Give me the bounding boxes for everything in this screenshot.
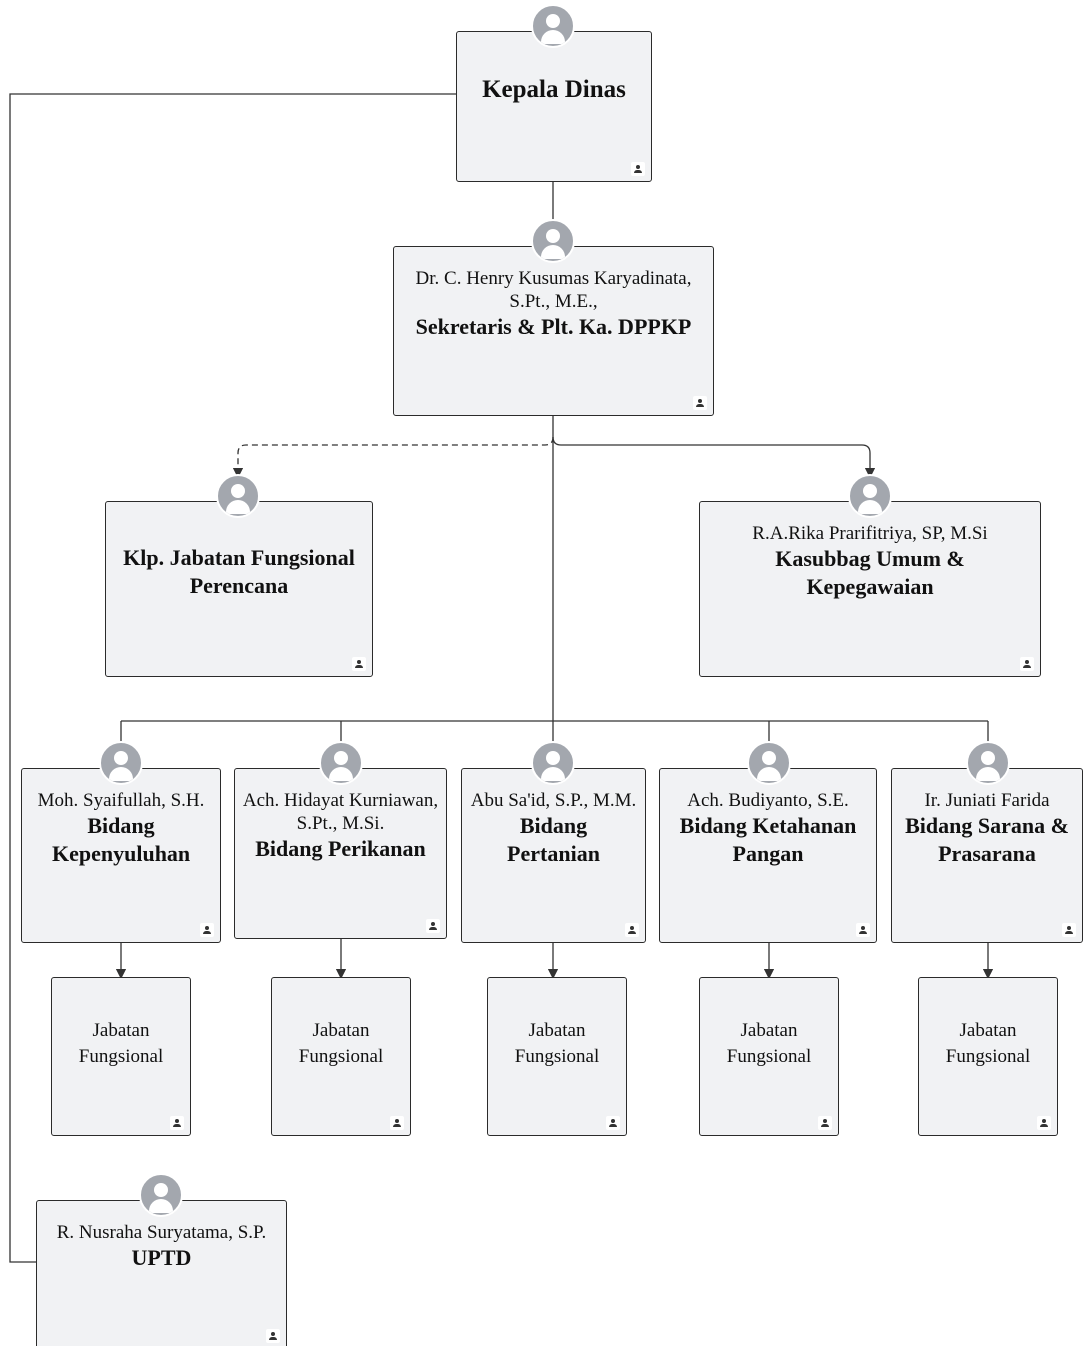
node-jabatan-fungsional[interactable]: Jabatan Fungsional (271, 977, 411, 1136)
node-jabatan-fungsional[interactable]: Jabatan Fungsional (918, 977, 1058, 1136)
node-label: Jabatan Fungsional (298, 1020, 384, 1067)
person-avatar-icon (531, 741, 575, 785)
person-badge-icon (1020, 657, 1034, 671)
person-avatar-icon (531, 4, 575, 48)
node-title: Kepala Dinas (482, 76, 626, 103)
node-person-name: Dr. C. Henry Kusumas Karyadinata, S.Pt.,… (415, 268, 692, 312)
connector-subbag (552, 436, 876, 479)
node-bidang[interactable]: Ach. Budiyanto, S.E. Bidang Ketahanan Pa… (659, 768, 877, 943)
node-bidang[interactable]: Moh. Syaifullah, S.H. Bidang Kepenyuluha… (21, 768, 221, 943)
person-avatar-icon (99, 741, 143, 785)
person-badge-icon (200, 923, 214, 937)
person-badge-icon (856, 923, 870, 937)
node-title: Sekretaris & Plt. Ka. DPPKP (415, 314, 692, 339)
node-label: Jabatan Fungsional (514, 1020, 600, 1067)
person-badge-icon (266, 1329, 280, 1343)
node-klp-jabatan-fungsional[interactable]: Klp. Jabatan Fungsional Perencana (105, 501, 373, 677)
node-jabatan-fungsional[interactable]: Jabatan Fungsional (487, 977, 627, 1136)
node-title: UPTD (131, 1245, 192, 1270)
person-badge-icon (818, 1116, 832, 1130)
node-jabatan-fungsional[interactable]: Jabatan Fungsional (51, 977, 191, 1136)
node-title: Bidang Pertanian (507, 813, 600, 866)
node-jabatan-fungsional[interactable]: Jabatan Fungsional (699, 977, 839, 1136)
connector-planner (232, 436, 554, 479)
person-badge-icon (352, 657, 366, 671)
node-bidang[interactable]: Abu Sa'id, S.P., M.M. Bidang Pertanian (461, 768, 646, 943)
connector-uptd (9, 93, 456, 1263)
node-title: Bidang Sarana & Prasarana (905, 813, 1069, 866)
node-label: Jabatan Fungsional (78, 1020, 164, 1067)
person-avatar-icon (139, 1173, 183, 1217)
person-avatar-icon (319, 741, 363, 785)
node-person-name: Ir. Juniati Farida (924, 790, 1050, 811)
node-person-name: Moh. Syaifullah, S.H. (37, 790, 205, 811)
person-avatar-icon (531, 219, 575, 263)
node-kasubbag[interactable]: R.A.Rika Prarifitriya, SP, M.Si Kasubbag… (699, 501, 1041, 677)
person-badge-icon (1062, 923, 1076, 937)
person-badge-icon (631, 162, 645, 176)
node-person-name: R.A.Rika Prarifitriya, SP, M.Si (752, 523, 988, 544)
node-title: Bidang Ketahanan Pangan (679, 813, 857, 866)
person-badge-icon (426, 919, 440, 933)
node-person-name: Abu Sa'id, S.P., M.M. (470, 790, 637, 811)
person-avatar-icon (966, 741, 1010, 785)
person-badge-icon (1037, 1116, 1051, 1130)
node-title: Bidang Kepenyuluhan (52, 813, 191, 866)
node-uptd[interactable]: R. Nusraha Suryatama, S.P. UPTD (36, 1200, 287, 1346)
person-avatar-icon (848, 474, 892, 518)
node-title: Kasubbag Umum & Kepegawaian (775, 546, 965, 599)
person-badge-icon (606, 1116, 620, 1130)
node-bidang[interactable]: Ach. Hidayat Kurniawan, S.Pt., M.Si. Bid… (234, 768, 447, 939)
node-person-name: Ach. Hidayat Kurniawan, S.Pt., M.Si. (242, 790, 439, 834)
node-label: Jabatan Fungsional (945, 1020, 1031, 1067)
node-person-name: Ach. Budiyanto, S.E. (687, 790, 849, 811)
node-label: Jabatan Fungsional (726, 1020, 812, 1067)
person-badge-icon (693, 396, 707, 410)
node-kepala-dinas[interactable]: Kepala Dinas (456, 31, 652, 182)
node-title: Klp. Jabatan Fungsional Perencana (123, 545, 355, 598)
person-badge-icon (625, 923, 639, 937)
node-person-name: R. Nusraha Suryatama, S.P. (56, 1222, 267, 1243)
node-title: Bidang Perikanan (255, 836, 426, 861)
person-badge-icon (390, 1116, 404, 1130)
node-bidang[interactable]: Ir. Juniati Farida Bidang Sarana & Prasa… (891, 768, 1083, 943)
person-badge-icon (170, 1116, 184, 1130)
node-sekretaris[interactable]: Dr. C. Henry Kusumas Karyadinata, S.Pt.,… (393, 246, 714, 416)
person-avatar-icon (747, 741, 791, 785)
person-avatar-icon (216, 474, 260, 518)
